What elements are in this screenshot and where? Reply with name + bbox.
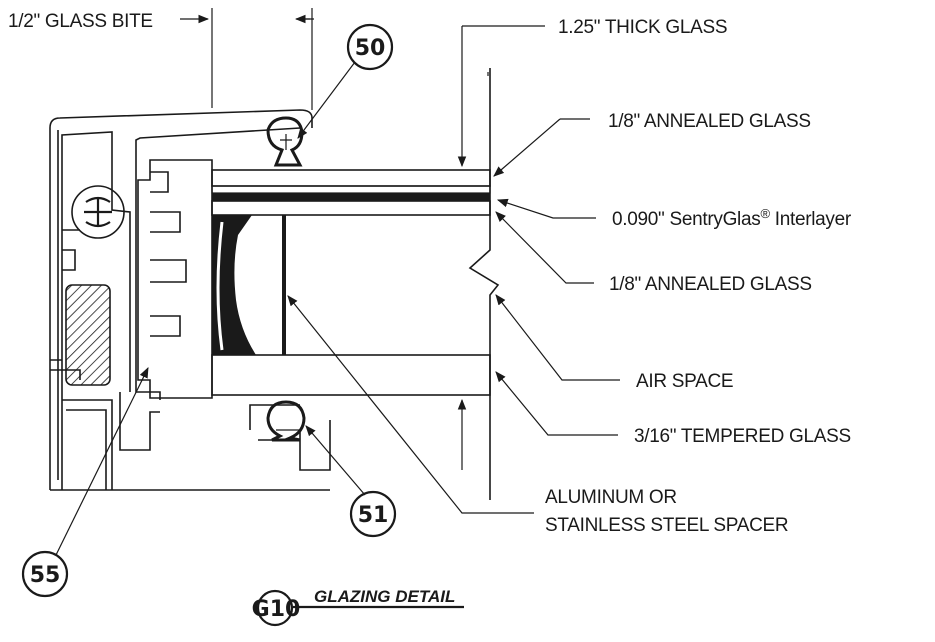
screw-boss: [71, 185, 125, 239]
glazing-stop: [137, 159, 213, 399]
frame-profile: [49, 109, 331, 491]
sealant: [212, 215, 256, 355]
label-tempered: 3/16" TEMPERED GLASS: [634, 426, 851, 447]
callout-50: 50: [346, 23, 394, 71]
label-thick-glass: 1.25" THICK GLASS: [558, 17, 727, 38]
label-annealed-bottom: 1/8" ANNEALED GLASS: [609, 274, 812, 295]
glass-bite-dimension: [180, 8, 314, 110]
detail-tag: G10: [252, 589, 301, 627]
break-line: [468, 68, 500, 500]
sentryglas-interlayer: [212, 193, 490, 201]
svg-text:55: 55: [30, 563, 61, 588]
annealed-glass-bottom: [211, 200, 491, 216]
svg-text:50: 50: [355, 36, 386, 61]
label-annealed-top: 1/8" ANNEALED GLASS: [608, 111, 811, 132]
callout-51: 51: [349, 490, 397, 538]
label-glass-bite: 1/2" GLASS BITE: [8, 11, 153, 32]
label-interlayer: 0.090" SentryGlas® Interlayer: [612, 206, 852, 230]
screw-icon: [84, 196, 112, 228]
thickness-dimension: [457, 25, 545, 470]
gasket-top: [266, 116, 304, 167]
leader-lines: [55, 61, 620, 556]
label-spacer-line2: STAINLESS STEEL SPACER: [545, 515, 788, 536]
label-air-space: AIR SPACE: [636, 371, 733, 392]
glass-assembly: [211, 68, 500, 500]
spacer-bar: [282, 215, 286, 355]
callout-55: 55: [21, 550, 69, 598]
thermal-break-hatch: [65, 284, 111, 386]
detail-title: GLAZING DETAIL: [314, 587, 455, 606]
label-spacer-line1: ALUMINUM OR: [545, 487, 677, 508]
svg-text:G10: G10: [252, 597, 301, 622]
gasket-bottom: [266, 400, 306, 442]
annealed-glass-top: [211, 169, 491, 187]
svg-text:51: 51: [358, 503, 389, 528]
